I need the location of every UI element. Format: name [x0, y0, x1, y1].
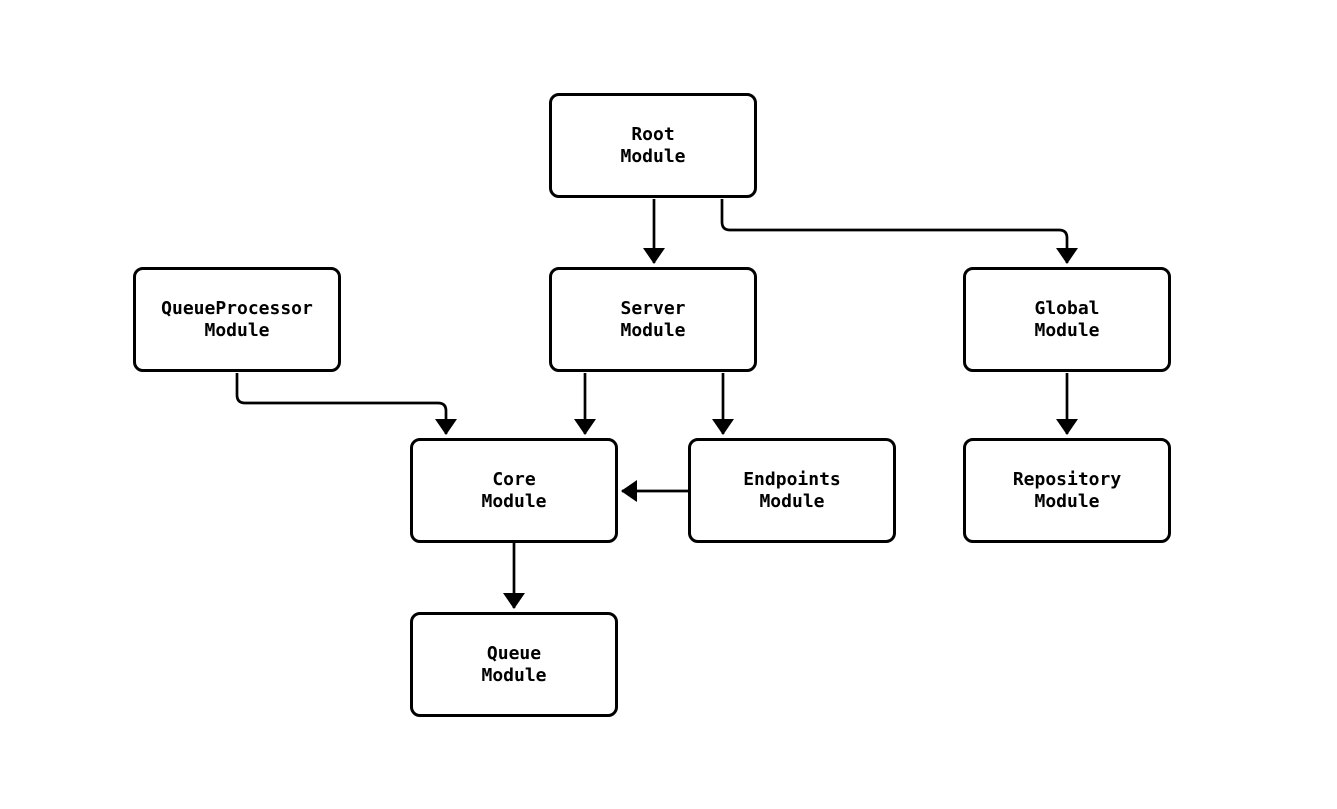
- edge-root-to-global: [720, 199, 1078, 264]
- node-server-module-label: Server Module: [620, 297, 686, 341]
- node-core-module: Core Module: [410, 438, 618, 543]
- node-core-module-label: Core Module: [481, 468, 547, 512]
- node-global-module: Global Module: [963, 267, 1171, 372]
- node-repository-module: Repository Module: [963, 438, 1171, 543]
- node-queue-module-label: Queue Module: [481, 642, 547, 686]
- node-root-module: Root Module: [549, 93, 757, 198]
- node-repository-module-label: Repository Module: [1012, 468, 1122, 512]
- node-queueprocessor-module: QueueProcessor Module: [133, 267, 341, 372]
- edge-queueprocessor-to-core: [235, 373, 457, 435]
- node-server-module: Server Module: [549, 267, 757, 372]
- node-endpoints-module-label: Endpoints Module: [743, 468, 841, 512]
- node-endpoints-module: Endpoints Module: [688, 438, 896, 543]
- node-global-module-label: Global Module: [1034, 297, 1100, 341]
- node-queue-module: Queue Module: [410, 612, 618, 717]
- node-queueprocessor-module-label: QueueProcessor Module: [161, 297, 313, 341]
- node-root-module-label: Root Module: [620, 123, 686, 167]
